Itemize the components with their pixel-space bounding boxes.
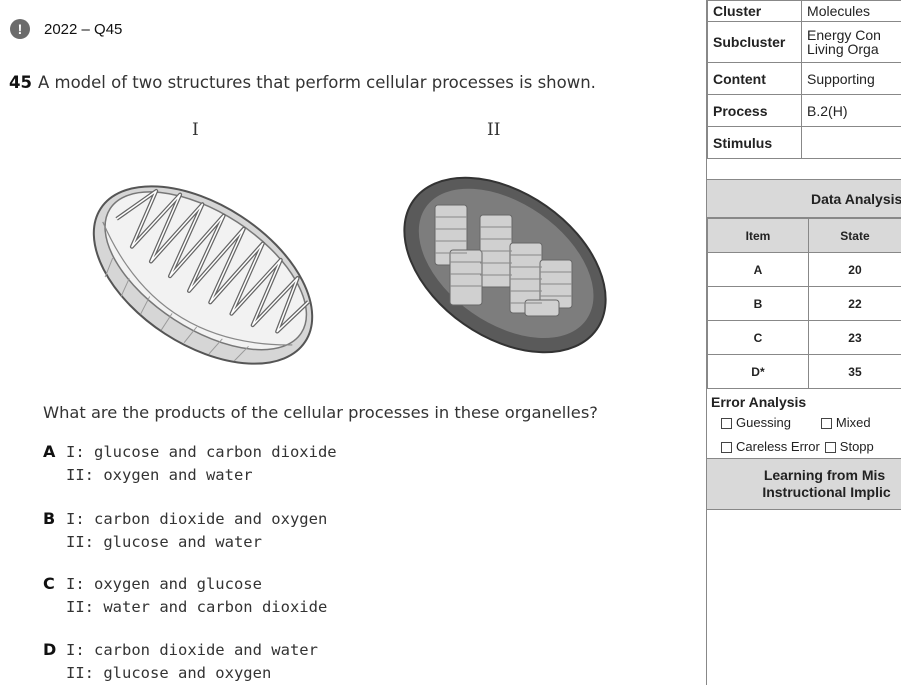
table-row: A 20: [707, 252, 901, 287]
error-analysis-heading: Error Analysis: [711, 394, 807, 410]
question-header: ! 2022 – Q45: [10, 19, 122, 39]
table-row: D* 35: [707, 354, 901, 389]
alert-icon: !: [10, 19, 30, 39]
question-prompt: What are the products of the cellular pr…: [43, 403, 598, 422]
error-options-row: Guessing Mixed: [707, 410, 901, 434]
data-analysis-table: Item State A 20 B 22 C 23 D* 35: [707, 218, 901, 389]
table-row: B 22: [707, 286, 901, 321]
mixed-checkbox[interactable]: Mixed: [820, 415, 871, 430]
choice-letter: B: [43, 509, 56, 528]
choice-letter: A: [43, 442, 56, 461]
error-options-row: Careless Error Stopp: [707, 434, 901, 458]
learning-heading: Learning from Mis Instructional Implic: [707, 458, 901, 510]
data-analysis-heading: Data Analysis: [707, 179, 901, 218]
mitochondrion-illustration: [92, 185, 314, 365]
table-row: C 23: [707, 320, 901, 355]
checkbox-icon: [721, 417, 732, 429]
stopped-checkbox[interactable]: Stopp: [824, 439, 874, 454]
table-row: Process B.2(H): [707, 94, 901, 127]
checkbox-icon: [820, 417, 832, 429]
checkbox-icon: [721, 441, 732, 453]
table-row: Cluster Molecules: [707, 0, 901, 22]
table-header-row: Item State: [707, 218, 901, 253]
careless-error-checkbox[interactable]: Careless Error: [721, 439, 820, 454]
figure-label-II: II: [487, 120, 501, 140]
table-row: Stimulus: [707, 126, 901, 159]
chloroplast-illustration: [403, 176, 607, 354]
choice-letter: D: [43, 640, 57, 659]
question-number: 45: [9, 73, 32, 92]
guessing-checkbox[interactable]: Guessing: [721, 415, 791, 430]
figure-label-I: I: [192, 120, 199, 140]
table-row: Content Supporting: [707, 62, 901, 95]
choice-letter: C: [43, 574, 55, 593]
question-id: 2022 – Q45: [44, 20, 123, 38]
checkbox-icon: [824, 441, 836, 453]
